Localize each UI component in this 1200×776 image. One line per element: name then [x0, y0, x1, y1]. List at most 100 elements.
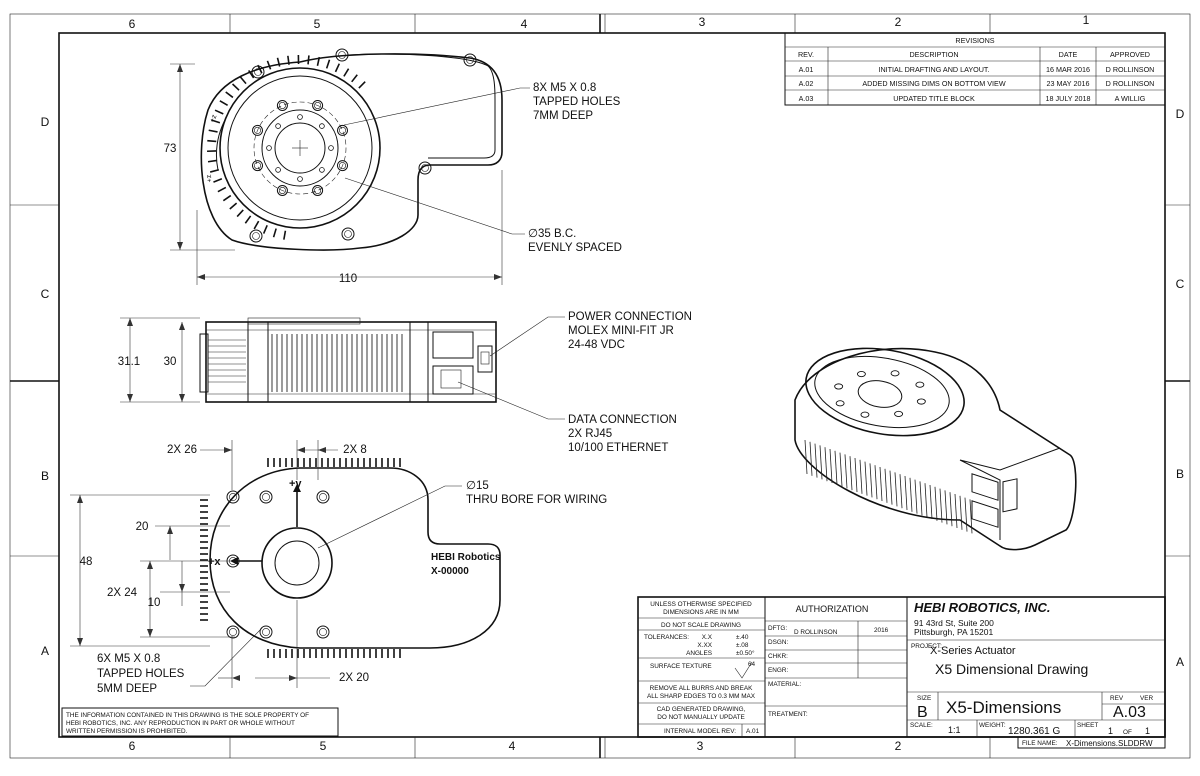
mount-hole	[418, 161, 432, 175]
zone-bottom-5: 5	[320, 739, 327, 753]
iso-fin	[899, 474, 903, 509]
fin-mark	[239, 76, 247, 85]
tb-engr-label: ENGR:	[768, 667, 788, 674]
iso-fin	[949, 492, 953, 527]
tb-sheet-label: SHEET	[1077, 722, 1098, 729]
note-top-holes-3: 7MM DEEP	[533, 110, 593, 122]
zone-top-1: 1	[1083, 13, 1090, 27]
tb-tol-xx-val: ±.40	[736, 634, 749, 641]
tb-dsgn-label: DSGN:	[768, 639, 788, 646]
iso-fin	[814, 443, 818, 478]
zone-right-D: D	[1176, 107, 1185, 121]
tb-file-label: FILE NAME:	[1022, 740, 1058, 747]
tapped-hole	[276, 100, 288, 112]
fin-mark	[225, 91, 234, 99]
rev-header-date: DATE	[1059, 50, 1078, 59]
bottom-tapped-hole-inner	[262, 628, 270, 636]
zone-top-4: 4	[521, 17, 528, 31]
iso-hole	[856, 371, 866, 378]
dim-2x24: 2X 24	[107, 587, 138, 599]
bottom-tapped-hole-inner	[229, 628, 237, 636]
iso-fin	[879, 466, 883, 502]
tapped-hole-inner	[278, 102, 286, 110]
iso-fin	[904, 475, 908, 511]
tb-size: B	[917, 704, 928, 721]
rev-header-description: DESCRIPTION	[909, 50, 958, 59]
tb-burrs-1: REMOVE ALL BURRS AND BREAK	[650, 685, 753, 692]
fin-mark	[217, 186, 227, 193]
plus-x-label: +x	[208, 556, 221, 568]
iso-fin	[834, 450, 838, 485]
zone-bottom-4: 4	[509, 739, 516, 753]
iso-hole	[915, 381, 925, 388]
iso-fin	[959, 495, 963, 530]
inner-hole	[297, 176, 303, 182]
bottom-tapped-hole	[226, 625, 240, 639]
note-bc-2: EVENLY SPACED	[528, 242, 622, 254]
fin-mark	[283, 230, 287, 240]
zone-right-B: B	[1176, 467, 1184, 481]
tb-weight-label: WEIGHT:	[979, 722, 1006, 729]
bottom-tapped-hole-inner	[319, 628, 327, 636]
iso-fin	[909, 477, 913, 512]
inner-hole	[319, 167, 325, 173]
tb-rev: A.03	[1113, 704, 1146, 721]
tapped-hole-inner	[338, 126, 346, 134]
tb-tol-xx-label: X.X	[702, 634, 713, 641]
zone-left-A: A	[41, 644, 49, 658]
tb-drawing-title: X5 Dimensional Drawing	[935, 661, 1088, 677]
rev-header-rev: REV.	[798, 50, 814, 59]
fin-mark	[213, 178, 223, 183]
fin-mark	[231, 83, 240, 91]
rev-row-3-approved: A WILLIG	[1115, 94, 1146, 103]
tb-scale-label: SCALE:	[910, 722, 933, 729]
side-view-notes: POWER CONNECTION MOLEX MINI-FIT JR 24-48…	[457, 311, 692, 454]
mount-hole	[463, 53, 477, 67]
iso-fin	[824, 447, 828, 482]
power-connector	[477, 345, 493, 373]
tapped-hole	[312, 100, 324, 112]
zone-top-6: 6	[129, 17, 136, 31]
note-bore-2: THRU BORE FOR WIRING	[466, 494, 607, 506]
inner-hole	[275, 123, 281, 129]
iso-hole	[835, 400, 845, 407]
bottom-tapped-hole-inner	[262, 493, 270, 501]
bottom-tapped-hole-inner	[319, 493, 327, 501]
rev-row-2-desc: ADDED MISSING DIMS ON BOTTOM VIEW	[862, 79, 1005, 88]
tb-dftg-year: 2016	[874, 627, 889, 634]
part-serial-marking: X-00000	[431, 566, 469, 577]
plus-y-label: +y	[289, 478, 302, 490]
tb-material-label: MATERIAL:	[768, 681, 801, 688]
rev-row-1-rev: A.01	[799, 65, 814, 74]
tb-internal-label: INTERNAL MODEL REV:	[664, 728, 736, 735]
mount-hole-inner	[466, 56, 474, 64]
tb-dftg-name: D ROLLINSON	[794, 629, 838, 636]
note-bc-1: ∅35 B.C.	[528, 228, 576, 240]
iso-fin	[884, 468, 888, 503]
iso-fin	[864, 461, 868, 496]
side-view-body	[205, 321, 497, 403]
iso-fin	[839, 452, 843, 487]
dim-110: 110	[339, 273, 357, 285]
dim-2x20: 2X 20	[339, 672, 369, 684]
fin-mark	[211, 119, 221, 124]
fin-mark	[266, 60, 272, 70]
iso-fin	[969, 499, 973, 534]
iso-fin	[854, 457, 858, 493]
iso-fin	[849, 456, 853, 491]
fin-mark	[253, 220, 260, 230]
iso-fin	[804, 439, 808, 475]
tb-tol-angles-val: ±0.50°	[736, 649, 755, 657]
mount-hole-inner	[421, 164, 429, 172]
iso-fin	[914, 479, 918, 514]
bottom-tapped-hole	[259, 625, 273, 639]
iso-fins	[804, 439, 973, 534]
iso-fin	[894, 472, 898, 507]
tb-tol-xxx-val: ±.08	[736, 642, 749, 649]
note-data-3: 10/100 ETHERNET	[568, 442, 668, 454]
iso-fin	[819, 445, 823, 480]
tb-burrs-2: ALL SHARP EDGES TO 0.3 MM MAX	[647, 693, 756, 700]
tb-authorization: AUTHORIZATION	[796, 604, 869, 614]
surface-texture-symbol	[734, 661, 753, 679]
plus-z-label-2: +z	[204, 174, 214, 184]
